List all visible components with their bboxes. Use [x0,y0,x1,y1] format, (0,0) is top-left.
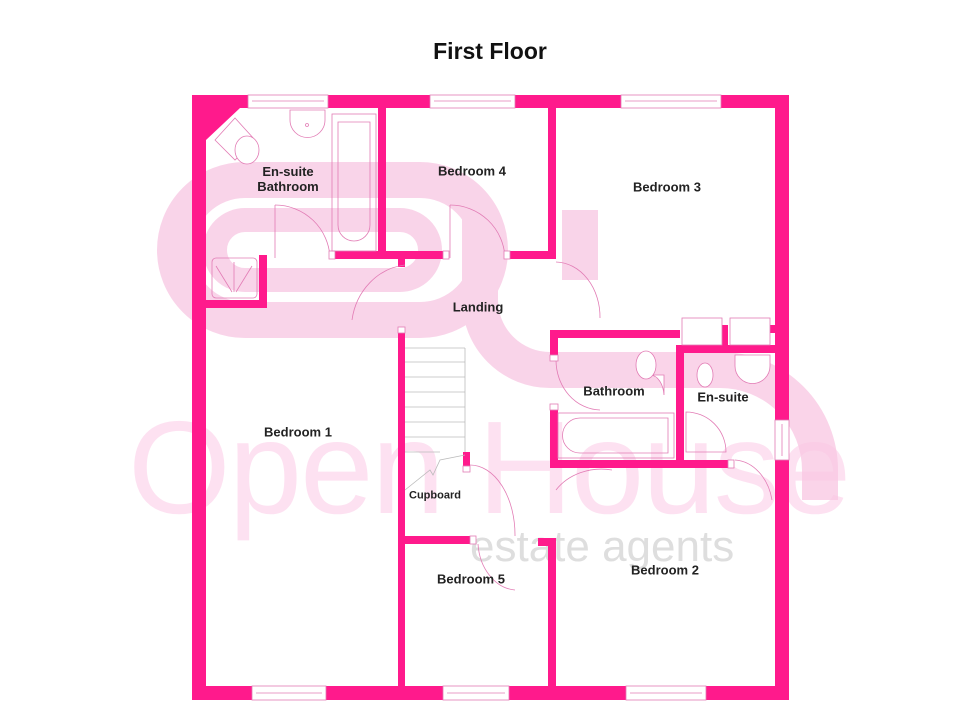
room-label-bedroom-1: Bedroom 1 [264,424,332,440]
room-label-bathroom: Bathroom [583,383,645,399]
window-icon [247,94,790,701]
door-jambs [328,250,735,545]
toilet-icon [214,117,714,388]
sink-icon [289,109,771,396]
room-label-cupboard: Cupboard [409,489,461,502]
room-label-line: Bathroom [257,179,319,194]
room-label-bedroom-3: Bedroom 3 [633,179,701,195]
interior-walls [206,108,775,686]
wardrobe-icon [681,317,771,346]
shower-tray-icon [211,257,727,453]
room-label-ensuite: En-suite [697,389,749,405]
room-label-bedroom-4: Bedroom 4 [438,163,506,179]
room-label-bedroom-5: Bedroom 5 [437,571,505,587]
staircase-icon [404,347,466,491]
room-label-bedroom-2: Bedroom 2 [631,562,699,578]
bath-icon [331,113,675,459]
room-label-landing: Landing [452,299,504,315]
page-title: First Floor [433,38,547,64]
room-label-line: En-suite [262,164,314,179]
watermark-tagline: estate agents [470,522,735,571]
room-label-ensuite-bathroom: En-suite Bathroom [257,164,318,194]
door-swing-icon [274,204,773,591]
watermark-logo-icon [157,162,838,500]
